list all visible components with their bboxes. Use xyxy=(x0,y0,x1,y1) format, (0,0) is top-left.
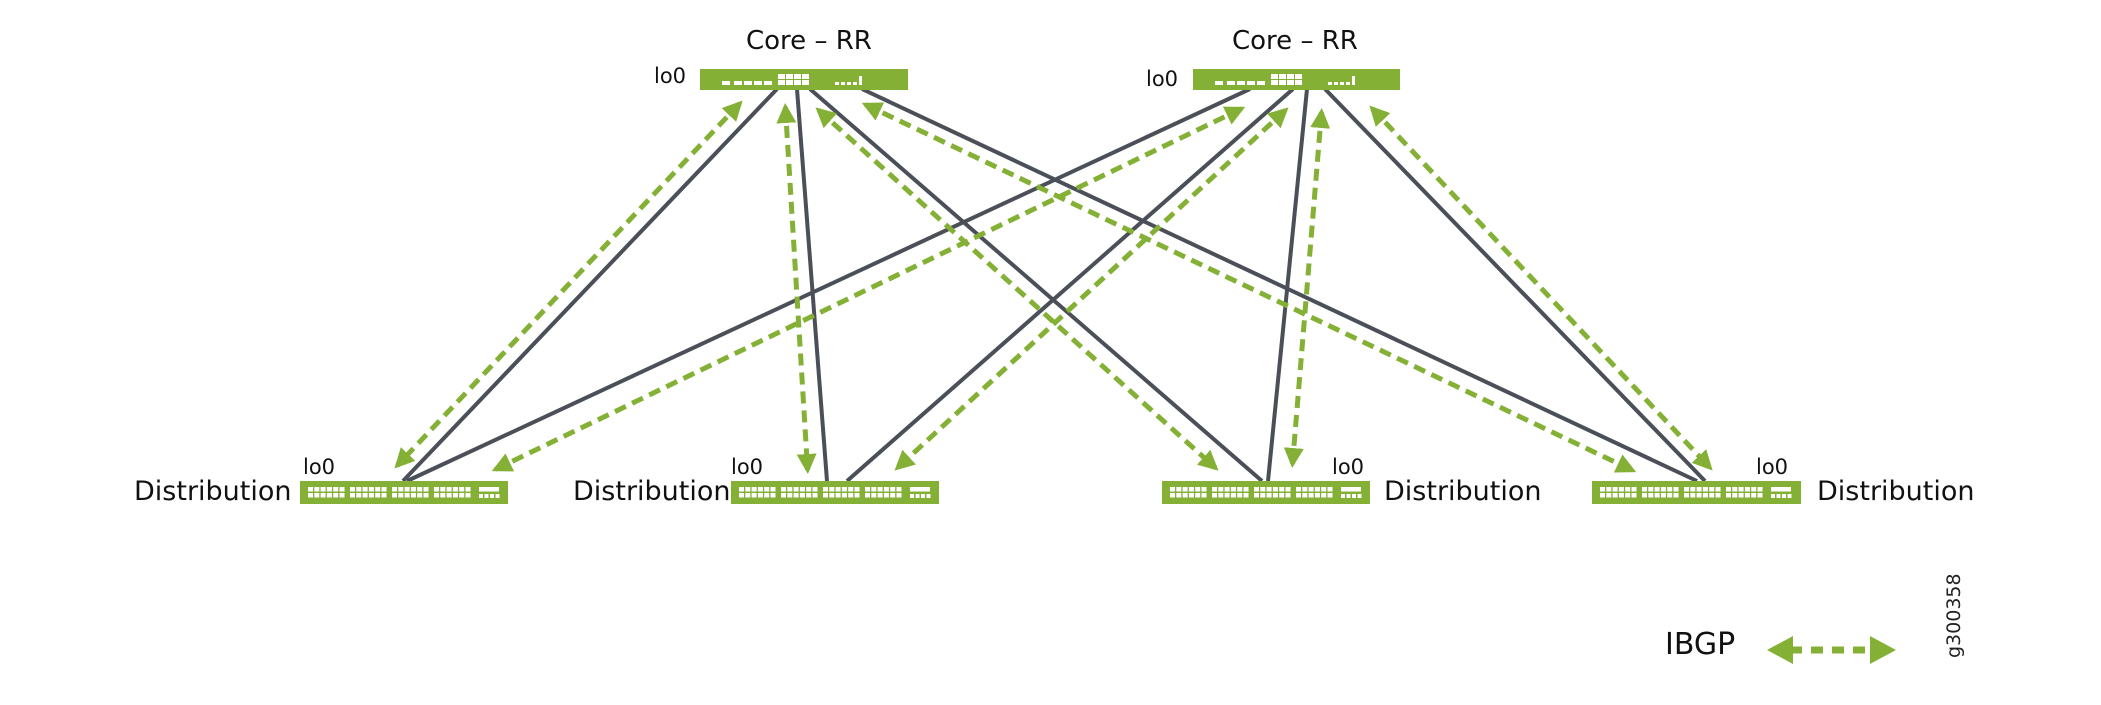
physical-link-core2-dist4 xyxy=(1323,87,1707,483)
dist3-switch-icon xyxy=(1162,481,1370,504)
dist2-label: Distribution xyxy=(573,476,731,507)
physical-link-core2-dist3 xyxy=(1266,88,1309,482)
devices xyxy=(300,69,1801,504)
legend-ibgp-label: IBGP xyxy=(1665,627,1736,662)
dist4-switch-icon xyxy=(1592,481,1801,504)
ibgp-session-core2-dist1 xyxy=(491,106,1246,472)
physical-link-core2-dist2 xyxy=(845,87,1295,483)
dist1-switch-icon xyxy=(300,481,508,504)
dist2-switch-icon xyxy=(731,481,939,504)
ibgp-session-core2-dist4 xyxy=(1369,105,1713,471)
figure-id: g300358 xyxy=(1943,573,1965,658)
core2-title: Core – RR xyxy=(1232,26,1358,56)
physical-link-core1-dist4 xyxy=(861,87,1698,483)
ibgp-session-core2-dist2 xyxy=(894,107,1289,471)
legend-arrowhead-right xyxy=(1870,636,1896,664)
dist4-loopback-label: lo0 xyxy=(1756,455,1789,479)
core2-router-icon xyxy=(1193,69,1400,90)
core2-loopback-label: lo0 xyxy=(1146,67,1179,91)
dist4-label: Distribution xyxy=(1817,476,1975,507)
physical-links xyxy=(401,87,1707,483)
ibgp-session-core1-dist1 xyxy=(394,100,743,469)
dist1-loopback-label: lo0 xyxy=(303,455,336,479)
core1-router-icon xyxy=(700,69,908,90)
core1-loopback-label: lo0 xyxy=(654,64,687,88)
dist1-label: Distribution xyxy=(134,476,292,507)
ibgp-session-core2-dist3 xyxy=(1283,107,1331,469)
dist2-loopback-label: lo0 xyxy=(731,455,764,479)
ibgp-sessions xyxy=(394,100,1713,475)
core1-title: Core – RR xyxy=(746,26,872,56)
physical-link-core1-dist2 xyxy=(795,88,829,482)
legend-arrowhead-left xyxy=(1767,636,1793,664)
physical-link-core2-dist1 xyxy=(406,87,1251,483)
dist3-loopback-label: lo0 xyxy=(1332,455,1365,479)
dist3-label: Distribution xyxy=(1384,476,1542,507)
legend-ibgp-arrow-icon xyxy=(1767,636,1896,664)
